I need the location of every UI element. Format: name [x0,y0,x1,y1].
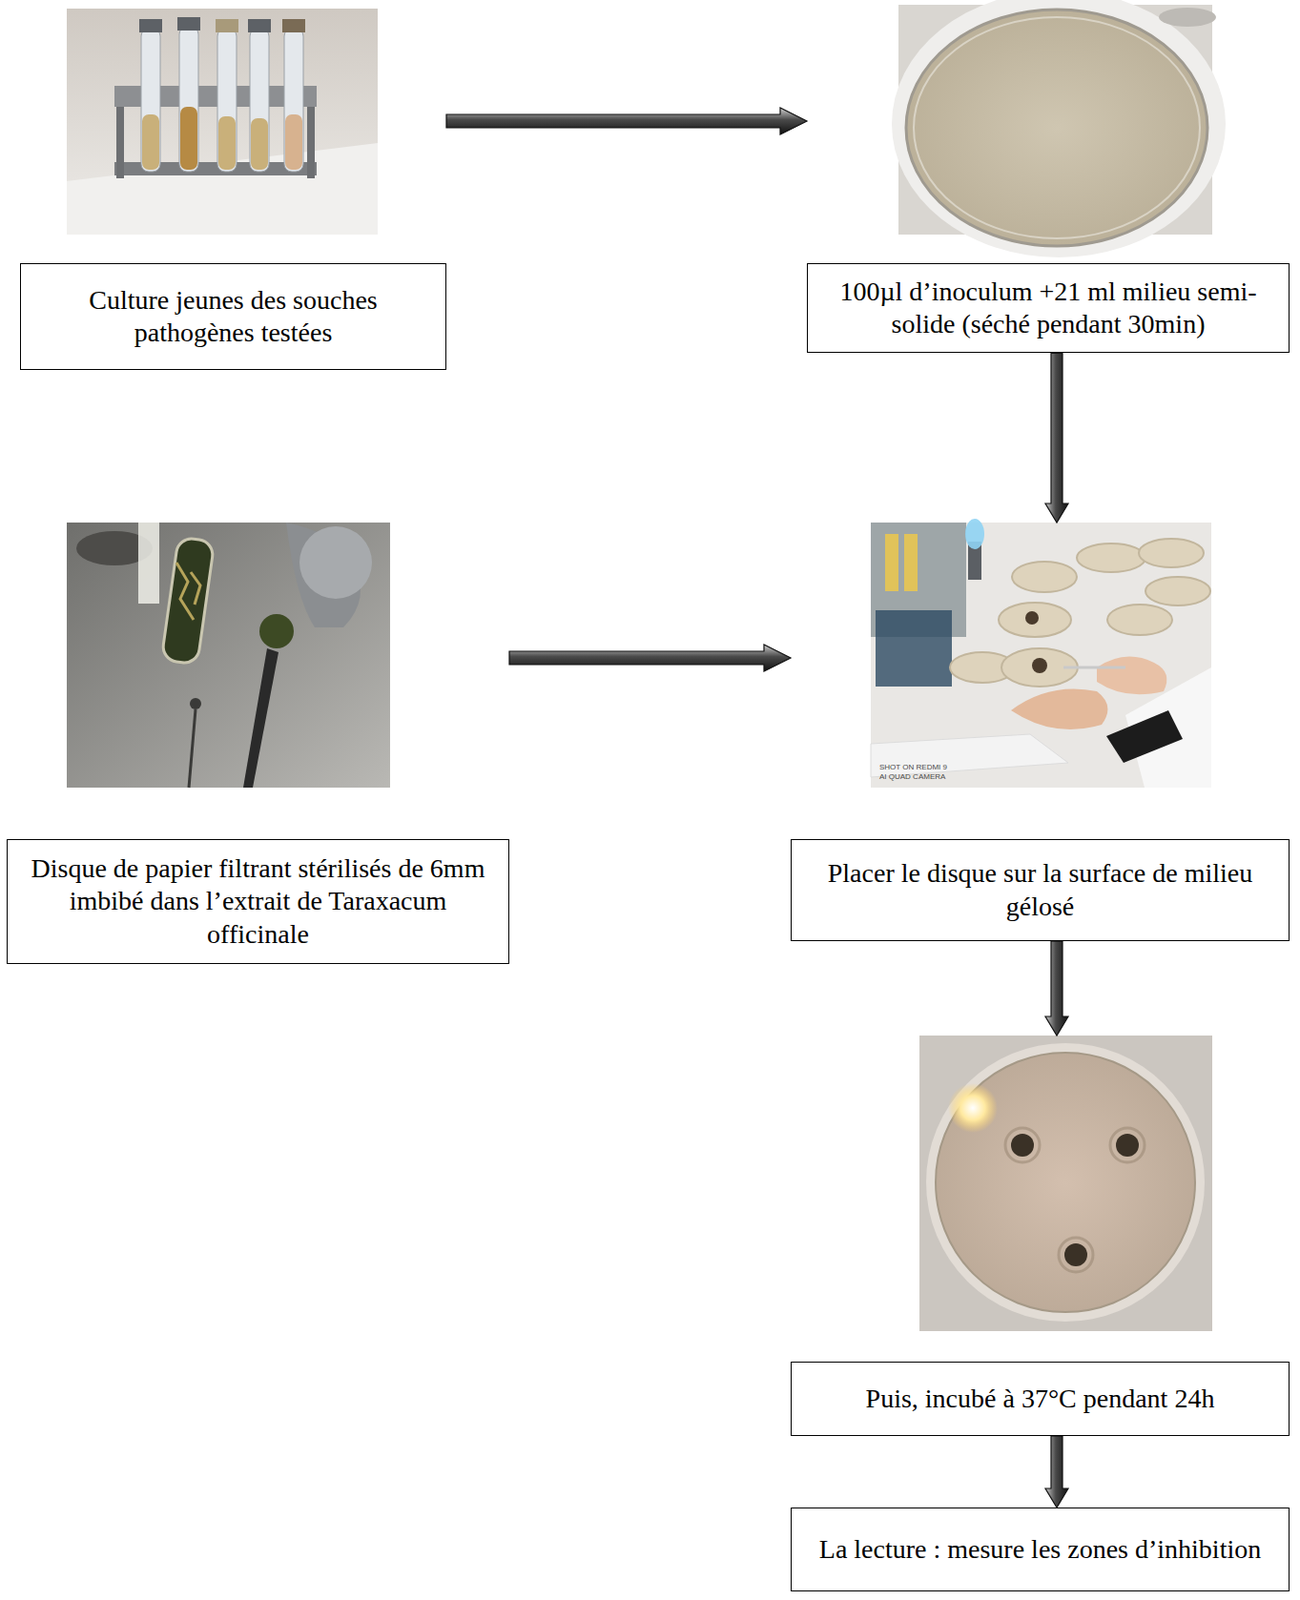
watermark: SHOT ON REDMI 9 [879,763,948,773]
process-step: Placer le disque sur la surface de milie… [790,522,1290,942]
process-step: 100µl d’inoculum +21 ml milieu semi-soli… [806,4,1290,353]
photo-space [806,4,1290,264]
photo-disc-forceps [66,522,391,788]
caption-text: Placer le disque sur la surface de milie… [812,857,1268,923]
caption-box: Culture jeunes des souches pathogènes te… [20,263,447,371]
caption-text: Disque de papier filtrant stérilisés de … [28,852,488,950]
block-arrow [1045,1436,1069,1508]
photo-inhibition-plate [919,1035,1213,1332]
caption-box: 100µl d’inoculum +21 ml milieu semi-soli… [806,263,1290,353]
photo-space [6,522,510,840]
block-arrow [1045,352,1069,523]
caption-text: Culture jeunes des souches pathogènes te… [41,284,425,350]
block-arrow [1045,941,1069,1036]
watermark: AI QUAD CAMERA [879,773,946,783]
caption-box: Placer le disque sur la surface de milie… [790,839,1290,942]
caption-text: Puis, incubé à 37°C pendant 24h [866,1382,1216,1416]
photo-space [790,522,1290,840]
photo-tubes [66,8,378,235]
photo-space [20,8,447,264]
photo-petri-dish [891,0,1226,258]
block-arrow [446,107,807,135]
block-arrow [509,644,791,672]
process-step: Culture jeunes des souches pathogènes te… [20,8,447,371]
caption-box: Puis, incubé à 37°C pendant 24h [790,1361,1290,1437]
photo-space [790,1035,1290,1362]
caption-text: 100µl d’inoculum +21 ml milieu semi-soli… [828,275,1268,341]
process-step: Disque de papier filtrant stérilisés de … [6,522,510,965]
photo-bench-hands [870,518,1212,788]
caption-box: Disque de papier filtrant stérilisés de … [6,839,510,965]
process-step: La lecture : mesure les zones d’inhibiti… [790,1507,1290,1592]
process-step: Puis, incubé à 37°C pendant 24h [790,1035,1290,1437]
caption-box: La lecture : mesure les zones d’inhibiti… [790,1507,1290,1592]
caption-text: La lecture : mesure les zones d’inhibiti… [819,1533,1261,1567]
